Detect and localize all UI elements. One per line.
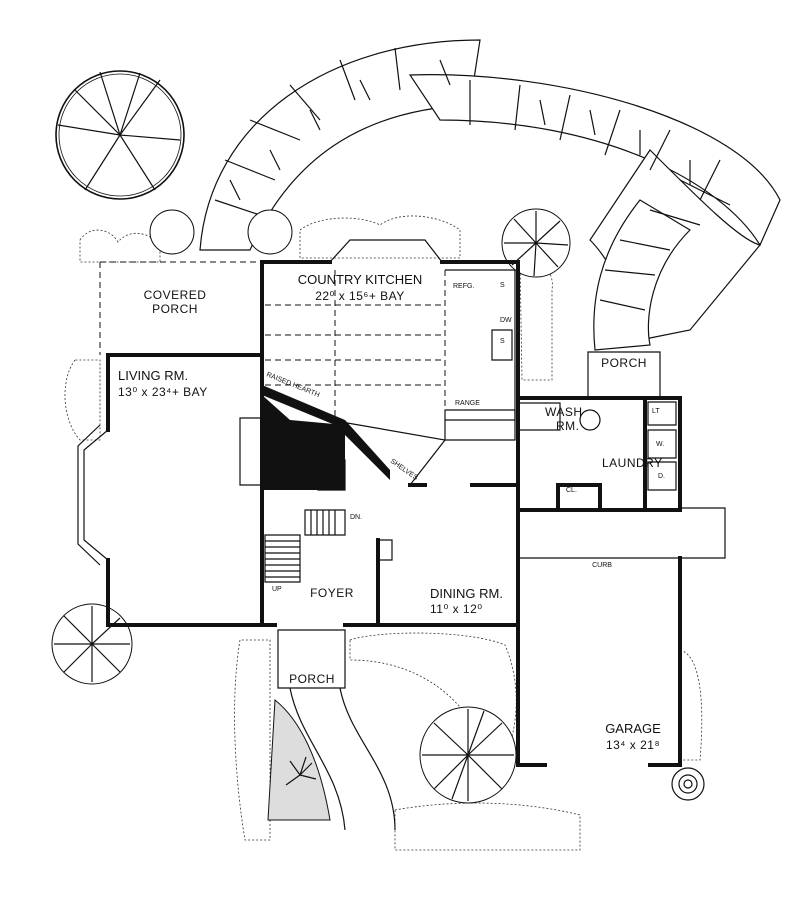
living-room-dims: 13⁰ x 23⁴+ BAY — [118, 385, 208, 399]
dishwasher-label: DW — [500, 317, 512, 324]
stair-closet-label: CL. — [322, 467, 333, 474]
kitchen-label: COUNTRY KITCHEN — [298, 272, 422, 287]
garage-label: GARAGE — [605, 721, 661, 736]
compass-rose-icon — [55, 70, 185, 200]
stairs-up-label: UP — [272, 586, 282, 593]
wash-room-label-1: WASH — [545, 405, 583, 419]
wash-room-label-2: RM. — [556, 419, 580, 433]
covered-porch-label-2: PORCH — [152, 302, 198, 316]
exterior-walls — [77, 239, 726, 767]
laundry-tub-label: LT — [652, 408, 660, 415]
dryer-label: D. — [658, 473, 665, 480]
range-label: RANGE — [455, 400, 480, 407]
covered-porch-label-1: COVERED — [144, 288, 207, 302]
dining-room-label: DINING RM. — [430, 586, 503, 601]
washer-label: W. — [656, 441, 664, 448]
interior-walls — [239, 269, 677, 627]
stone-path — [199, 39, 781, 351]
sink-label-2: S — [500, 338, 505, 345]
garage-dims: 13⁴ x 21⁸ — [606, 738, 660, 752]
stairs-down-label: DN. — [350, 514, 362, 521]
kitchen-dims: 22⁰ x 15⁶+ BAY — [315, 289, 405, 303]
shelves-label: SHELVES — [389, 458, 419, 482]
foyer-label: FOYER — [310, 586, 354, 600]
sink-label-1: S — [500, 282, 505, 289]
side-porch-outline — [587, 351, 661, 399]
front-walkway — [289, 687, 396, 831]
refrigerator-label: REFG. — [453, 283, 474, 290]
laundry-label: LAUNDRY — [602, 456, 663, 470]
dining-room-dims: 11⁰ x 12⁰ — [430, 602, 483, 616]
front-porch-label: PORCH — [289, 672, 335, 686]
laundry-closet-label: CL. — [566, 487, 577, 494]
front-porch-outline — [277, 629, 346, 689]
room-labels: COVERED PORCH LIVING RM. 13⁰ x 23⁴+ BAY … — [118, 272, 663, 752]
curb-label: CURB — [592, 562, 612, 569]
living-room-label: LIVING RM. — [118, 368, 188, 383]
side-porch-label: PORCH — [601, 356, 647, 370]
